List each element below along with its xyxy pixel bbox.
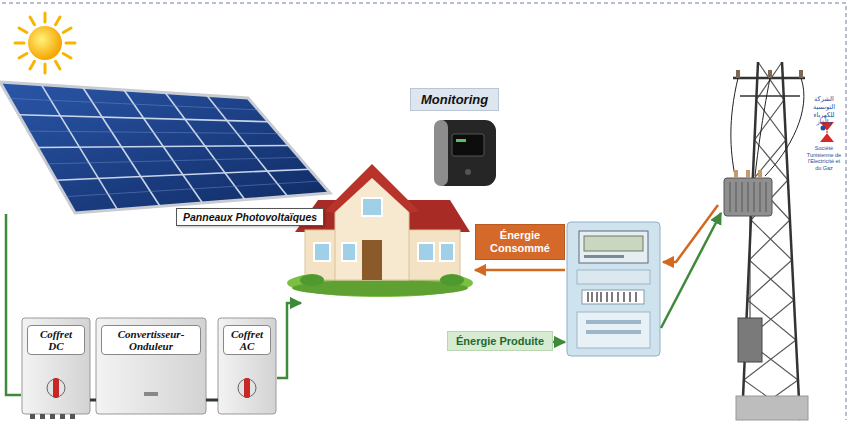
- equipment-housings: [22, 318, 276, 419]
- node-text: Coffret AC: [228, 328, 266, 352]
- label-plate: Coffret DC: [27, 325, 85, 355]
- caption-tag: Panneaux Photovoltaïques: [176, 208, 324, 226]
- frame-line: [2, 3, 846, 420]
- flow-label: Énergie Produite: [447, 331, 553, 351]
- electric-pylon: [724, 62, 808, 420]
- monitoring-device: [434, 120, 496, 186]
- label-plate: Coffret AC: [223, 325, 271, 355]
- cable-connector: [90, 399, 96, 402]
- equipment-box: Convertisseur-Onduleur: [96, 318, 206, 414]
- energy-meter: [567, 222, 660, 356]
- sun-rays: [15, 13, 75, 73]
- equipment-box: Coffret AC: [218, 318, 276, 414]
- node-text: Monitoring: [421, 92, 488, 107]
- node-text: Coffret DC: [32, 328, 80, 352]
- node-text: Panneaux Photovoltaïques: [183, 211, 317, 223]
- solar-panels: [0, 82, 330, 213]
- equipment-box: Coffret DC: [22, 318, 90, 414]
- node-text: Énergie Consommé: [481, 229, 559, 255]
- house: [287, 164, 473, 297]
- company-name: Société Tunisienne de l'Electricité et d…: [805, 145, 843, 171]
- node-text: Énergie Produite: [456, 335, 544, 347]
- cable-connector: [206, 399, 218, 402]
- sun: [28, 26, 62, 60]
- caption-tag: Monitoring: [410, 88, 499, 111]
- label-plate: Convertisseur-Onduleur: [101, 325, 201, 355]
- node-text: Convertisseur-Onduleur: [106, 328, 196, 352]
- flow-label: Énergie Consommé: [475, 224, 565, 260]
- company-name: الشركة التونسية للكهرباء والغاز: [805, 95, 843, 126]
- flow-arrows: [6, 205, 721, 395]
